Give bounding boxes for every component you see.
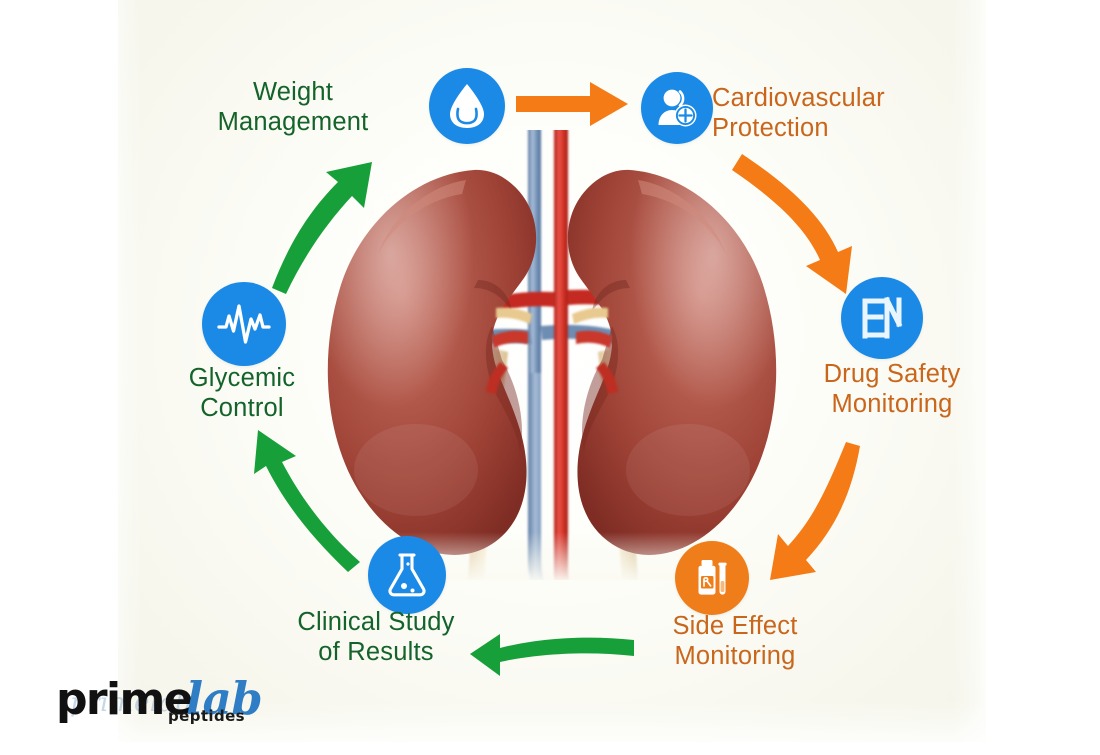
- node-weight-management[interactable]: [429, 68, 505, 144]
- node-drug-safety-monitoring[interactable]: [841, 277, 923, 359]
- logo-lab-text: lab: [185, 672, 263, 725]
- lab-flask-icon: [368, 536, 446, 614]
- kidney-anatomy-illustration: [296, 130, 808, 580]
- logo-tagline: peptides: [168, 707, 245, 725]
- label-side-effect-monitoring: Side Effect Monitoring: [672, 612, 798, 670]
- clipboard-chart-icon: [841, 277, 923, 359]
- label-clinical-study-of-results: Clinical Study of Results: [297, 608, 455, 666]
- node-clinical-study-of-results[interactable]: [368, 536, 446, 614]
- heartbeat-pulse-icon: [202, 282, 286, 366]
- logo-watermark: primelab: [70, 688, 192, 718]
- medicine-bottle-icon: [675, 541, 749, 615]
- logo-wordmark: primelab peptides: [56, 672, 286, 725]
- label-glycemic-control: Glycemic Control: [188, 364, 296, 422]
- background-fade-left: [96, 0, 142, 742]
- label-cardiovascular-protection: Cardiovascular Protection: [712, 84, 885, 142]
- background-fade-right: [952, 0, 1000, 742]
- node-cardiovascular-protection[interactable]: [641, 72, 713, 144]
- node-glycemic-control[interactable]: [202, 282, 286, 366]
- patient-shield-icon: [641, 72, 713, 144]
- logo-prime-text: prime: [56, 674, 194, 725]
- water-drop-icon: [429, 68, 505, 144]
- label-drug-safety-monitoring: Drug Safety Monitoring: [823, 360, 961, 418]
- primelab-peptides-logo[interactable]: primelab primelab peptides: [56, 672, 286, 742]
- node-side-effect-monitoring[interactable]: [675, 541, 749, 615]
- label-weight-management: Weight Management: [217, 78, 369, 136]
- background-fade-bottom: [96, 700, 1001, 755]
